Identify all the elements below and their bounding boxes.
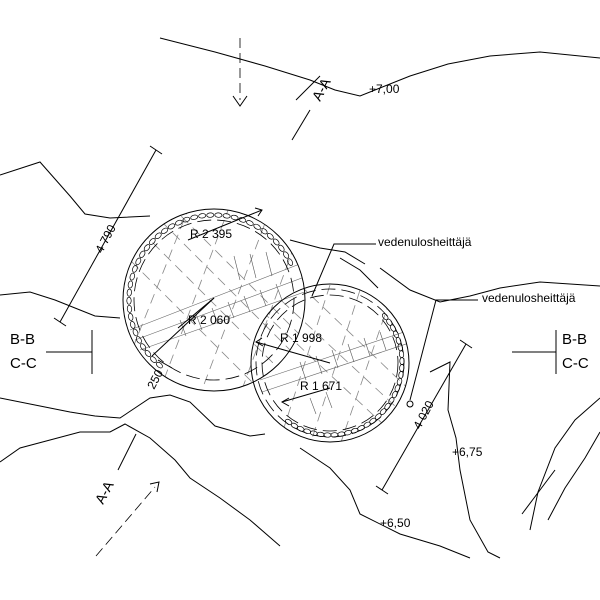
outer-circle-large <box>122 208 306 392</box>
arrow-icon <box>254 207 263 217</box>
circular-structures <box>122 208 414 443</box>
rock-bead <box>127 280 134 289</box>
section-tick-top-2 <box>291 109 311 141</box>
rock-bead <box>285 418 293 426</box>
section-markers <box>46 38 557 557</box>
rock-bead <box>198 213 207 219</box>
section-tick-bottom <box>117 433 137 471</box>
arrow-up-icon <box>149 481 160 493</box>
callout-water-outlet-2: vedenulosheittäjä <box>482 291 576 305</box>
rock-bead <box>397 343 403 352</box>
section-label-aa-bottom: A-A <box>92 478 117 507</box>
rock-bead <box>135 257 142 266</box>
rock-bead <box>260 228 268 235</box>
radius-label-1671: R 1 671 <box>300 379 342 393</box>
rock-bead <box>222 213 231 219</box>
elevation-right: +6,75 <box>452 445 483 459</box>
section-label-bb-left: B-B <box>10 331 35 348</box>
outer-circle-small <box>250 283 410 443</box>
dim-line-4790 <box>59 149 157 323</box>
rock-bead <box>140 343 147 351</box>
elevation-top: +7,00 <box>369 82 400 96</box>
rock-bead <box>206 212 215 218</box>
section-line-bottom <box>95 486 156 557</box>
rock-bead <box>182 216 191 223</box>
rock-bead <box>132 265 138 273</box>
terrain-contours <box>0 37 600 559</box>
radius-label-2060: R 2 060 <box>188 313 230 327</box>
elevation-bottom: +6,50 <box>380 516 411 530</box>
rock-bead <box>323 432 332 438</box>
rock-bead <box>128 312 134 321</box>
section-label-cc-right: C-C <box>562 355 589 372</box>
dimension-4020: 4 020 <box>410 398 437 431</box>
dimension-250: 250 <box>144 367 166 392</box>
rock-wall-large <box>126 212 293 369</box>
rock-bead <box>398 350 405 359</box>
section-label-bb-right: B-B <box>562 331 587 348</box>
hatch-fill <box>123 209 409 442</box>
dimension-lines <box>53 145 473 495</box>
rock-bead <box>126 288 132 297</box>
rock-bead <box>374 413 382 420</box>
inner-circle-small <box>261 294 399 432</box>
rock-bead <box>388 396 395 405</box>
rock-bead <box>154 232 162 240</box>
arrow-icon <box>280 397 290 407</box>
rock-bead <box>253 223 261 230</box>
dim-line-4020 <box>381 343 467 491</box>
rock-wall-small <box>285 313 405 438</box>
arrow-down-icon <box>232 95 248 107</box>
rock-bead <box>175 219 183 226</box>
section-label-cc-left: C-C <box>10 355 37 372</box>
labels: +7,00 +6,75 +6,50 A-A A-A B-B C-C B-B C-… <box>10 75 589 530</box>
rock-bead <box>283 251 290 259</box>
rock-bead <box>150 356 157 363</box>
radius-label-2395: R 2 395 <box>190 227 232 241</box>
radius-leaders <box>151 207 331 407</box>
rock-bead <box>230 214 239 221</box>
rock-bead <box>144 350 152 357</box>
rock-bead <box>143 244 151 252</box>
rock-bead <box>381 313 389 321</box>
rock-bead <box>246 220 254 226</box>
rock-bead <box>167 223 176 230</box>
radius-label-1998: R 1 998 <box>280 331 322 345</box>
section-tick-top <box>295 75 321 101</box>
rock-bead <box>344 430 352 436</box>
rock-bead <box>278 244 285 252</box>
rock-bead <box>190 214 199 220</box>
rock-bead <box>155 361 163 369</box>
rock-bead <box>272 238 280 246</box>
rock-bead <box>149 238 156 245</box>
rock-bead <box>139 250 146 258</box>
rock-bead <box>161 227 169 234</box>
rock-bead <box>398 370 404 379</box>
section-label-aa-top: A-A <box>309 75 334 104</box>
water-outlet-marker <box>406 400 414 408</box>
rock-bead <box>287 258 293 266</box>
rock-bead <box>135 336 142 344</box>
dimension-4790: 4 790 <box>92 222 119 255</box>
callout-leaders <box>311 243 478 401</box>
rock-bead <box>129 272 135 281</box>
rock-bead <box>129 321 136 329</box>
rock-bead <box>126 296 132 305</box>
callout-water-outlet-1: vedenulosheittäjä <box>378 235 472 249</box>
arrow-icon <box>255 337 264 347</box>
inner-circle-large <box>133 219 295 381</box>
rock-bead <box>132 328 139 337</box>
rock-bead <box>266 233 274 240</box>
rock-bead <box>126 304 133 313</box>
rock-bead <box>214 212 223 218</box>
dim-tick-250 <box>157 359 173 369</box>
